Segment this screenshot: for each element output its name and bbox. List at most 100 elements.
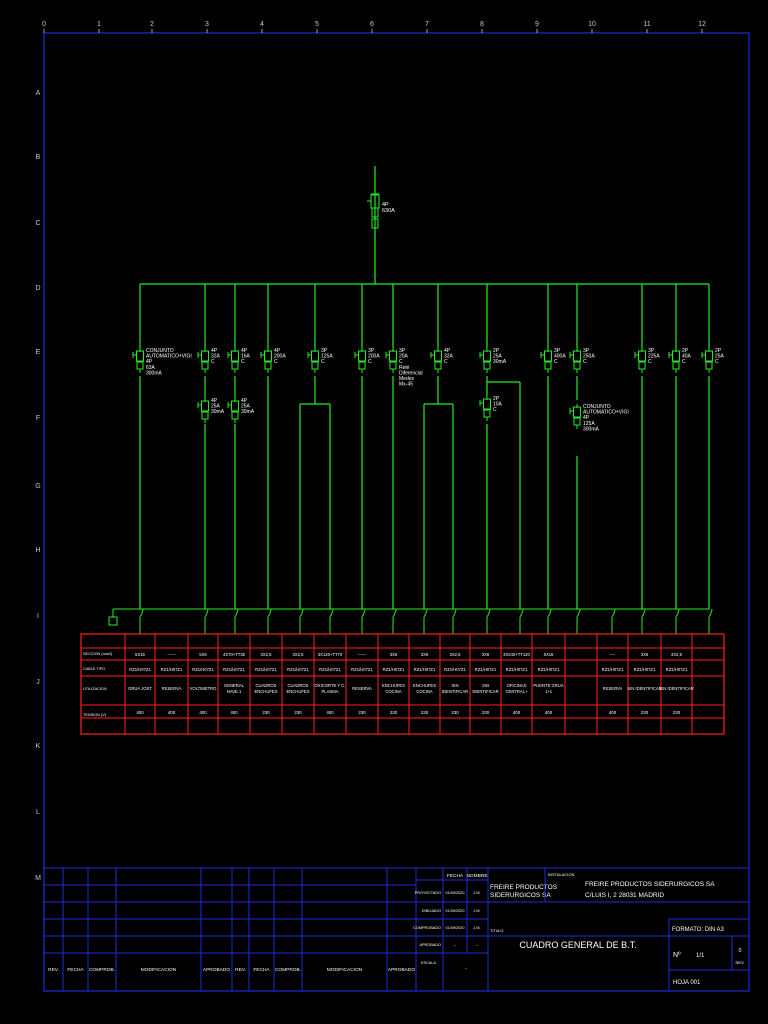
breaker-trip	[483, 361, 491, 370]
table-cell-tension: 230	[294, 710, 302, 715]
breaker-body	[231, 400, 239, 412]
terminal-hook	[675, 608, 680, 618]
breaker-rating-text: 400A	[554, 354, 566, 360]
breaker-rating-text: 4P	[583, 415, 590, 421]
breaker-rating-text: C	[648, 359, 652, 365]
table-cell-uso: PLASMA	[322, 689, 339, 694]
column-label: 12	[698, 21, 706, 28]
breaker-rating-text: 63A	[146, 365, 156, 371]
column-label: 11	[643, 21, 650, 28]
breaker-rating-text: 10A	[493, 402, 503, 408]
row-label: G	[35, 483, 40, 490]
table-cell-cable: RZ1/H07Z1	[223, 667, 245, 672]
table-cell-uso: COCINA	[416, 689, 432, 694]
table-cell-cable: RZ1/H07Z1	[538, 667, 560, 672]
breaker-rating-text: 40A	[682, 354, 692, 360]
table-cell-tension: 400	[513, 710, 521, 715]
table-cell-uso: ENCHUFES	[254, 689, 277, 694]
breaker-body	[573, 350, 581, 362]
table-cell-cable: RZ1/H07Z1	[161, 667, 183, 672]
column-label: 6	[370, 21, 374, 28]
breaker-rating-text: 3P	[554, 348, 561, 354]
rev-header: FECHA	[253, 967, 270, 973]
table-cell-tension: 230	[673, 710, 681, 715]
breaker-rating-text: C	[493, 407, 497, 413]
table-row-label: SECCION (mm2)	[83, 652, 113, 656]
row-label: H	[35, 547, 40, 554]
table-cell-cable: RZ1/H07Z1	[475, 667, 497, 672]
column-label: 3	[205, 21, 209, 28]
terminal-hook	[329, 608, 334, 618]
formato: FORMATO: DIN A3	[672, 927, 724, 933]
breaker-rating-text: 30mA	[493, 359, 507, 365]
breaker-trip	[264, 361, 272, 370]
terminal-hook	[486, 608, 491, 618]
table-cell-uso: CENTRAL+	[506, 689, 529, 694]
table-cell-seccion: ------	[358, 652, 367, 657]
table-cell-uso: VOLTIMETRO	[190, 686, 218, 691]
breaker-trip	[231, 411, 239, 420]
table-cell-tension: 400	[230, 710, 238, 715]
table-row-label: TENSION (V)	[83, 713, 107, 717]
table-cell-tension: 400	[545, 710, 553, 715]
terminal-hook	[576, 608, 581, 618]
titulo-label: TITULO	[490, 929, 504, 933]
escala-value: -	[465, 966, 467, 972]
table-cell-seccion: ------	[167, 652, 176, 657]
breaker-trip	[201, 411, 209, 420]
breaker-rating-text: 4P	[241, 398, 248, 404]
table-cell-uso: IDENTIFICAR	[442, 689, 468, 694]
table-cell-uso: RESERVA	[352, 686, 372, 691]
hoja: HOJA 001	[673, 980, 701, 986]
breaker-trip	[358, 361, 366, 370]
table-cell-seccion: 3X6	[641, 652, 649, 657]
breaker-trip	[311, 361, 319, 370]
breaker-body	[358, 350, 366, 362]
feeder-circuits	[139, 284, 710, 609]
table-cell-uso: RESERVA	[603, 686, 623, 691]
breaker-rating-text: C	[583, 359, 587, 365]
company-name: SIDERURGICOS SA	[490, 892, 551, 899]
table-cell-tension: 230	[262, 710, 270, 715]
breaker-rating-text: C	[682, 359, 686, 365]
breaker-body	[201, 400, 209, 412]
table-cell-cable: RZ1/H07Z1	[351, 667, 373, 672]
terminal-hook	[423, 608, 428, 618]
breaker-rating-text: 3P	[321, 348, 328, 354]
table-cell-tension: 230	[451, 710, 459, 715]
breaker-body	[573, 406, 581, 418]
table-cell-seccion: 3X6	[421, 652, 429, 657]
terminal-bar	[108, 608, 709, 626]
breaker-rating-text: 25A	[493, 354, 503, 360]
breaker-trip	[544, 361, 552, 370]
terminal-hook	[139, 608, 144, 618]
table-cell-cable: RZ1/H07Z1	[602, 667, 624, 672]
numero: 1/1	[696, 953, 705, 959]
breaker-rating-text: 225A	[648, 354, 660, 360]
approval-name: J.M.	[473, 926, 480, 930]
table-cell-tension: 230	[358, 710, 366, 715]
rev-header: APROBADO	[203, 967, 230, 973]
table-cell-cable: RZ1/H07Z1	[287, 667, 309, 672]
breaker-body	[201, 350, 209, 362]
row-label: F	[36, 415, 40, 422]
breaker-rating-text: 3P	[368, 348, 375, 354]
row-label: D	[35, 285, 40, 292]
table-cell-uso: SIN IDENTIFICAR	[627, 686, 661, 691]
main-feed	[140, 166, 709, 285]
column-label: 4	[260, 21, 264, 28]
breaker-rating-text: 250A	[583, 354, 595, 360]
terminal-hook	[547, 608, 552, 618]
row-label: L	[36, 809, 40, 816]
sheet-frame	[43, 32, 750, 992]
table-cell-seccion: 3X120+TT70	[318, 652, 343, 657]
breaker-body	[544, 350, 552, 362]
breaker-body	[483, 398, 491, 410]
breaker-trip	[573, 361, 581, 370]
instalacion-line: FREIRE PRODUCTOS SIDERURGICOS SA	[585, 881, 715, 888]
approval-label: DIBUJADO	[422, 909, 441, 913]
